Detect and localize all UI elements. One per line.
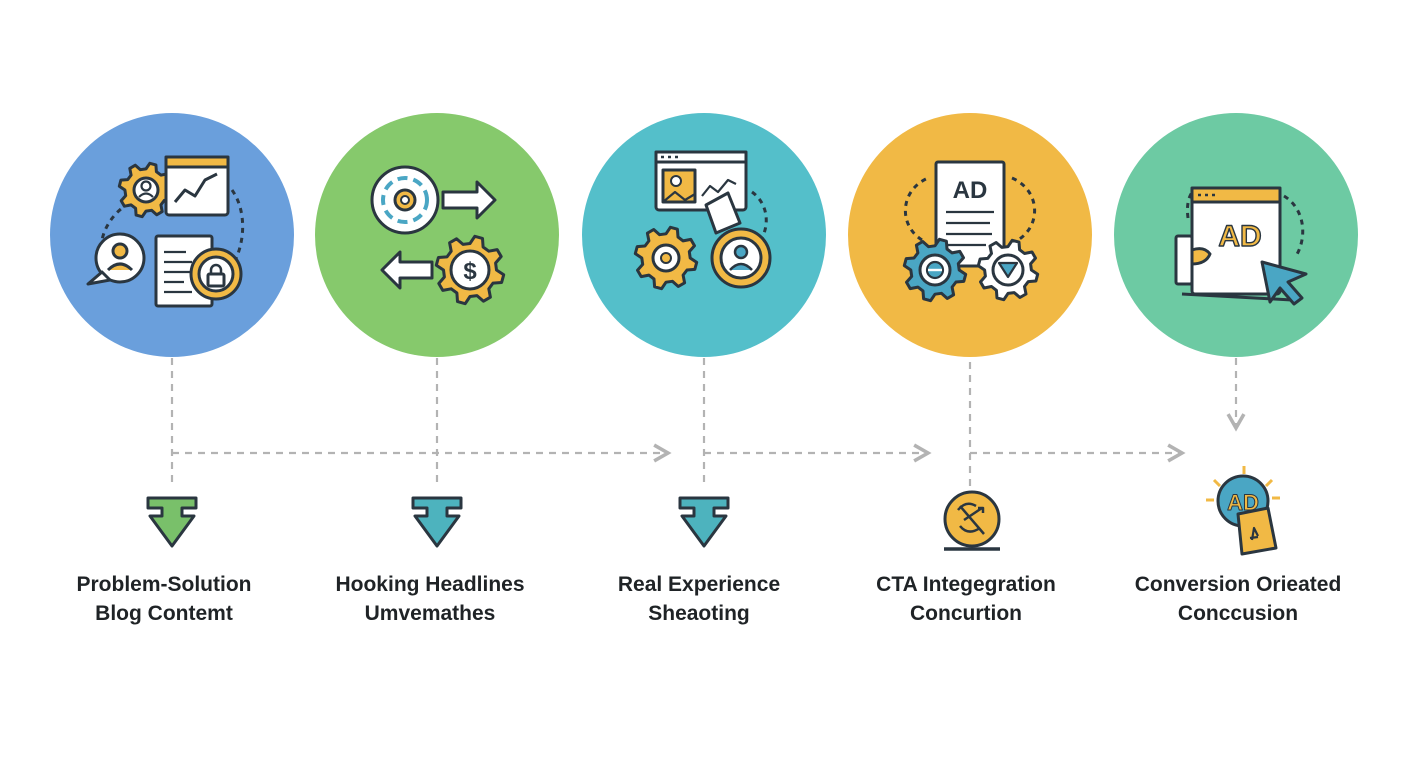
step-label-5: Conversion Orieated Conccusion (1108, 570, 1368, 628)
step-label-2-line1: Hooking Headlines (335, 573, 525, 596)
step-label-5-line1: Conversion Orieated (1134, 573, 1342, 596)
browser-gear-user-icon (633, 150, 772, 291)
ad-document-text: AD (953, 177, 988, 204)
step-label-4-line1: CTA Integegration (876, 573, 1056, 596)
target-arrows-dollar-gear-icon: $ (370, 165, 506, 306)
step-label-1-line2: Blog Contemt (95, 602, 233, 625)
ad-document-gears-icon: AD (902, 160, 1040, 303)
step-label-5-line2: Conccusion (1177, 602, 1299, 625)
cta-badge-icon (943, 490, 1001, 551)
down-arrow-icon-1 (146, 496, 198, 548)
svg-text:$: $ (463, 258, 477, 285)
gear-chart-document-lock-icon (86, 155, 245, 308)
step-label-2-line2: Umvemathes (364, 602, 496, 625)
ad-browser-text: AD (1218, 220, 1261, 253)
step-label-1: Problem-Solution Blog Contemt (34, 570, 294, 628)
connectors (170, 358, 1246, 490)
step-label-1-line1: Problem-Solution (76, 573, 252, 596)
step-label-3-line2: Sheaoting (648, 602, 750, 625)
step-circle-3 (582, 113, 826, 357)
step-label-4: CTA Integegration Concurtion (836, 570, 1096, 628)
step-label-3: Real Experience Sheaoting (569, 570, 829, 628)
step-label-4-line2: Concurtion (910, 602, 1022, 625)
ad-burst-icon: AD (1206, 466, 1280, 556)
ad-browser-cursor-icon: AD (1174, 186, 1308, 306)
step-label-2: Hooking Headlines Umvemathes (300, 570, 560, 628)
down-arrow-icon-3 (678, 496, 730, 548)
down-arrow-icon-2 (411, 496, 463, 548)
step-label-3-line1: Real Experience (617, 573, 781, 596)
step-circles (50, 113, 1358, 357)
step-circle-2 (315, 113, 559, 357)
